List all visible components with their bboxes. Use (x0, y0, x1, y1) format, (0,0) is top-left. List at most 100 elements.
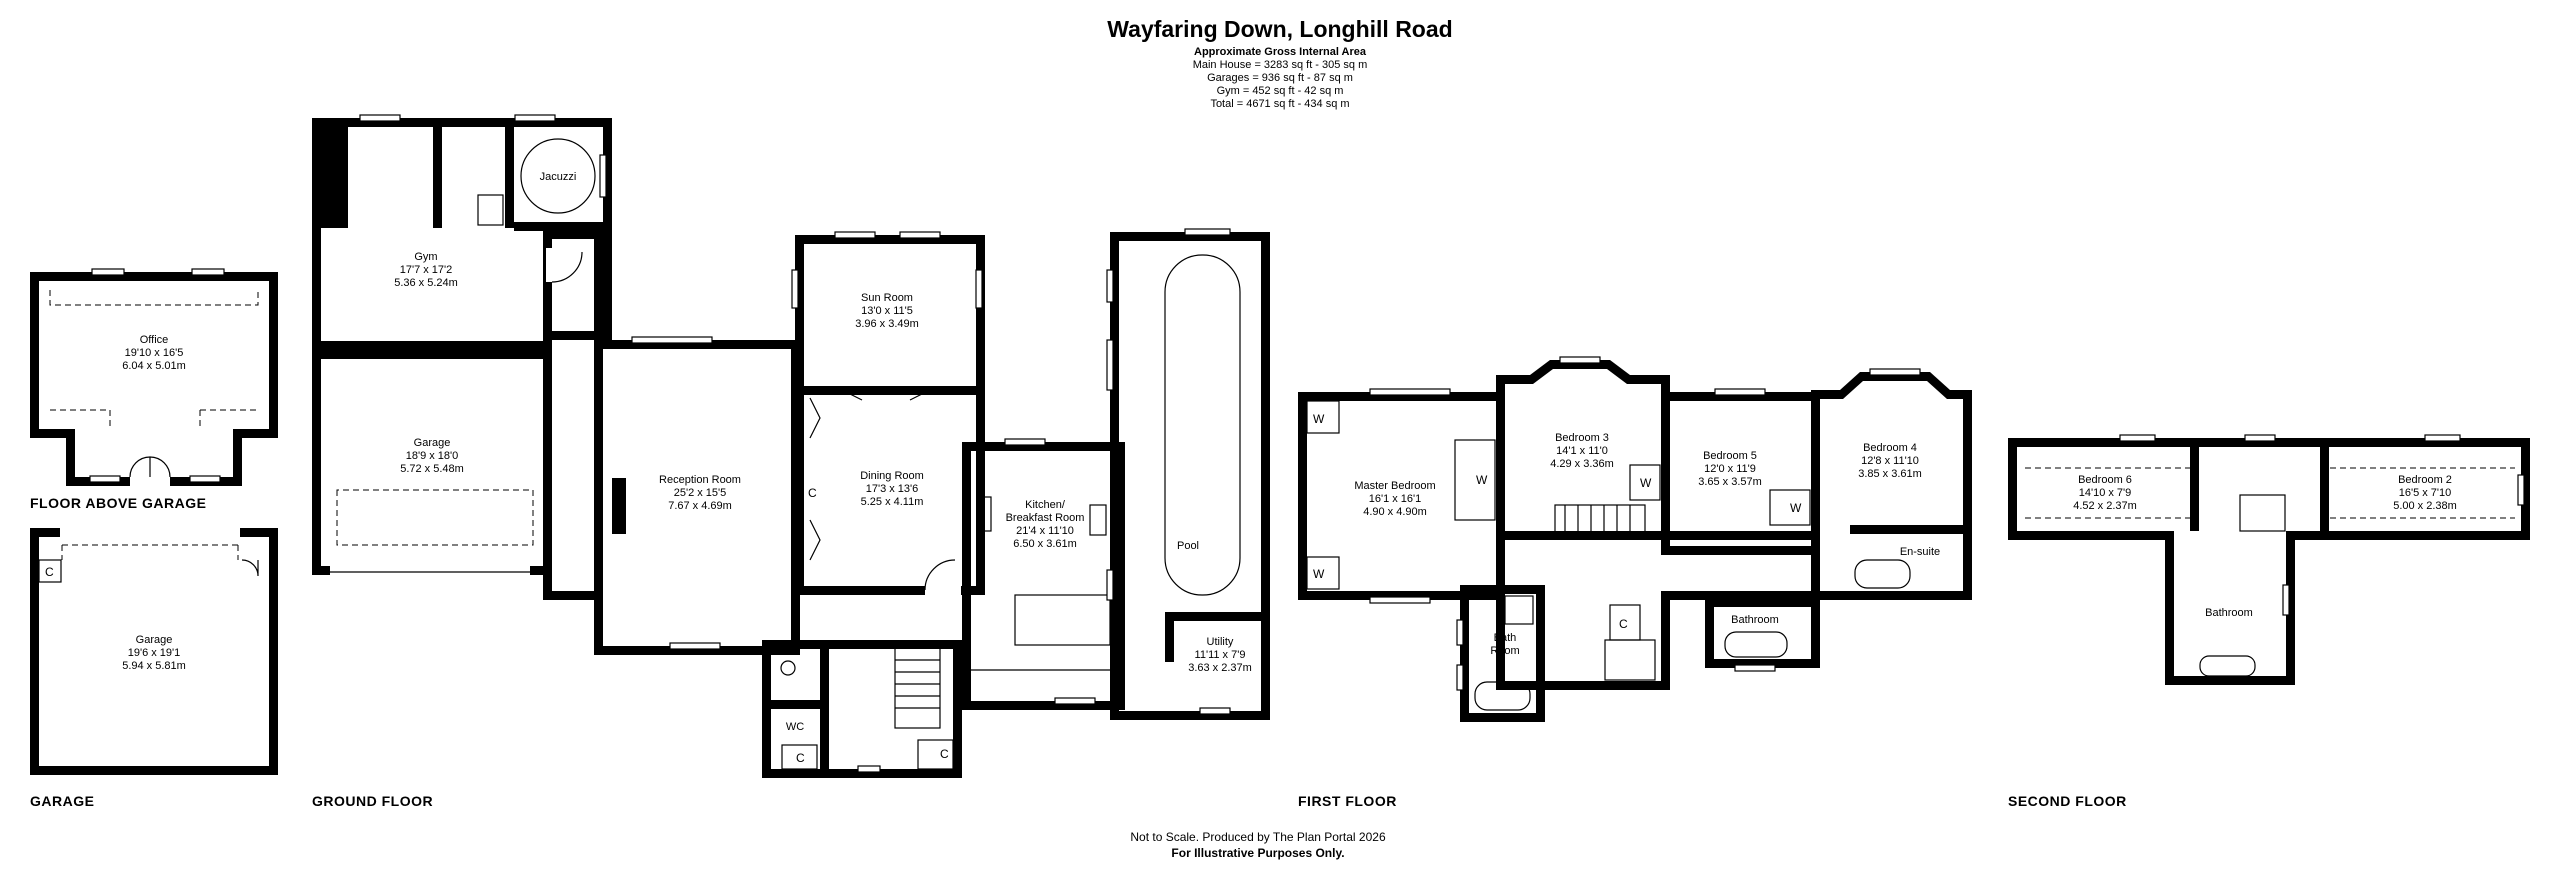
room-name: Garage (136, 634, 173, 646)
staircase (1604, 639, 1656, 681)
window (899, 231, 941, 239)
window (1714, 388, 1766, 396)
window (1004, 438, 1046, 446)
plan-title: Wayfaring Down, Longhill Road (1107, 16, 1452, 42)
eaves-line (2025, 467, 2515, 519)
room-size-imperial: 11'11 x 7'9 (1195, 649, 1246, 661)
room-name: Master Bedroom (1354, 480, 1435, 492)
room-size-imperial: 21'4 x 11'10 (1016, 525, 1074, 537)
cupboard-mark: C (796, 751, 805, 765)
window (669, 642, 721, 650)
shower (1504, 595, 1534, 625)
door-opening (925, 582, 961, 598)
room-size-metric: 6.50 x 3.61m (1013, 538, 1077, 550)
room-size-metric: 3.63 x 2.37m (1188, 662, 1252, 674)
wardrobe-mark: W (1313, 412, 1325, 426)
area-gym: Gym = 452 sq ft - 42 sq m (1217, 85, 1344, 97)
pool-label: Pool (1177, 540, 1199, 552)
cupboard-mark: C (940, 747, 949, 761)
room-name: Office (140, 334, 169, 346)
floor-label-ground: GROUND FLOOR (312, 793, 433, 809)
room-size-metric: 5.72 x 5.48m (400, 463, 464, 475)
cupboard (781, 744, 818, 770)
ground-floor-plan: Jacuzzi Gym 17'7 x 17'2 5.36 x 5.24m Gar… (312, 114, 1270, 778)
partition-wall (2320, 447, 2329, 531)
pool-walls (1110, 232, 1270, 720)
floor-label-first: FIRST FLOOR (1298, 793, 1397, 809)
room-name: Bedroom 5 (1703, 450, 1757, 462)
office-plan: Office 19'10 x 16'5 6.04 x 5.01m (30, 268, 278, 489)
footer-line-1: Not to Scale. Produced by The Plan Porta… (1130, 830, 1386, 844)
staircase (1554, 504, 1646, 536)
first-floor-plan: W W W Master Bedroom 16'1 x 16'1 4.90 x … (1298, 356, 1972, 722)
garage-eaves (336, 489, 534, 546)
window (514, 114, 556, 122)
window (791, 269, 799, 309)
wardrobe (1769, 489, 1811, 526)
garage-door (61, 544, 239, 560)
garage-label: Garage 19'6 x 19'1 5.94 x 5.81m (122, 634, 186, 672)
front-door (857, 765, 881, 773)
ground-garage-label: Garage 18'9 x 18'0 5.72 x 5.48m (400, 437, 464, 475)
room-size-imperial: 13'0 x 11'5 (861, 305, 913, 317)
eaves-line (49, 290, 259, 428)
window (1456, 619, 1464, 646)
staircase (894, 647, 941, 729)
room-size-metric: 4.90 x 4.90m (1363, 506, 1427, 518)
window (834, 231, 876, 239)
door-swing (241, 559, 259, 577)
window (189, 475, 221, 483)
room-name: Bedroom 4 (1863, 442, 1917, 454)
window (1369, 596, 1431, 604)
area-garages: Garages = 936 sq ft - 87 sq m (1207, 72, 1353, 84)
window (2517, 474, 2525, 506)
dressing-room (1454, 439, 1496, 521)
fireplace (612, 478, 626, 534)
cupboard (917, 739, 954, 770)
room-name: Bath (1494, 632, 1517, 644)
partition-wall (1850, 525, 1963, 534)
window (2244, 434, 2276, 442)
room-name: Bedroom 3 (1555, 432, 1609, 444)
partition-wall (1165, 612, 1174, 662)
wardrobe-mark: W (1790, 501, 1802, 515)
floor-label-above-garage: FLOOR ABOVE GARAGE (30, 495, 207, 511)
room-size-imperial: 17'7 x 17'2 (400, 264, 453, 276)
door-swing (551, 251, 583, 283)
room-name-line2: Breakfast Room (1006, 512, 1085, 524)
window (91, 268, 125, 276)
partition-wall (1165, 612, 1261, 621)
room-size-metric: 5.00 x 2.38m (2393, 500, 2457, 512)
room-name: Garage (414, 437, 451, 449)
window (1106, 339, 1114, 391)
stair-treads (895, 659, 940, 709)
wardrobe-mark: W (1476, 473, 1488, 487)
cupboard-mark: C (808, 486, 817, 500)
bedroom-3-label: Bedroom 3 14'1 x 11'0 4.29 x 3.36m (1550, 432, 1614, 470)
room-size-metric: 7.67 x 4.69m (668, 500, 732, 512)
room-name: Gym (414, 251, 437, 263)
master-label: Master Bedroom 16'1 x 16'1 4.90 x 4.90m (1354, 480, 1435, 518)
room-name-line2: Room (1490, 645, 1519, 657)
bifold-doors (809, 397, 821, 561)
room-name: Sun Room (861, 292, 913, 304)
bedroom-3-walls (1496, 360, 1670, 540)
door-opening (546, 248, 558, 282)
bathtub (1854, 559, 1911, 589)
room-name: Reception Room (659, 474, 741, 486)
garage-door-opening (330, 562, 530, 578)
dining-label: Dining Room 17'3 x 13'6 5.25 x 4.11m (860, 470, 924, 508)
window (359, 114, 401, 122)
footer-line-2: For Illustrative Purposes Only. (1171, 846, 1344, 860)
wardrobe (1306, 556, 1340, 590)
jacuzzi-label: Jacuzzi (540, 171, 577, 183)
second-floor-plan: Bedroom 6 14'10 x 7'9 4.52 x 2.37m Bedro… (2008, 434, 2530, 685)
room-size-imperial: 19'6 x 19'1 (128, 647, 181, 659)
header: Wayfaring Down, Longhill Road Approximat… (1107, 16, 1452, 110)
window (1054, 697, 1096, 705)
window (1869, 368, 1921, 376)
room-size-metric: 3.96 x 3.49m (855, 318, 919, 330)
jacuzzi-tub (520, 138, 596, 214)
room-size-metric: 6.04 x 5.01m (122, 360, 186, 372)
partition-wall (433, 118, 442, 228)
